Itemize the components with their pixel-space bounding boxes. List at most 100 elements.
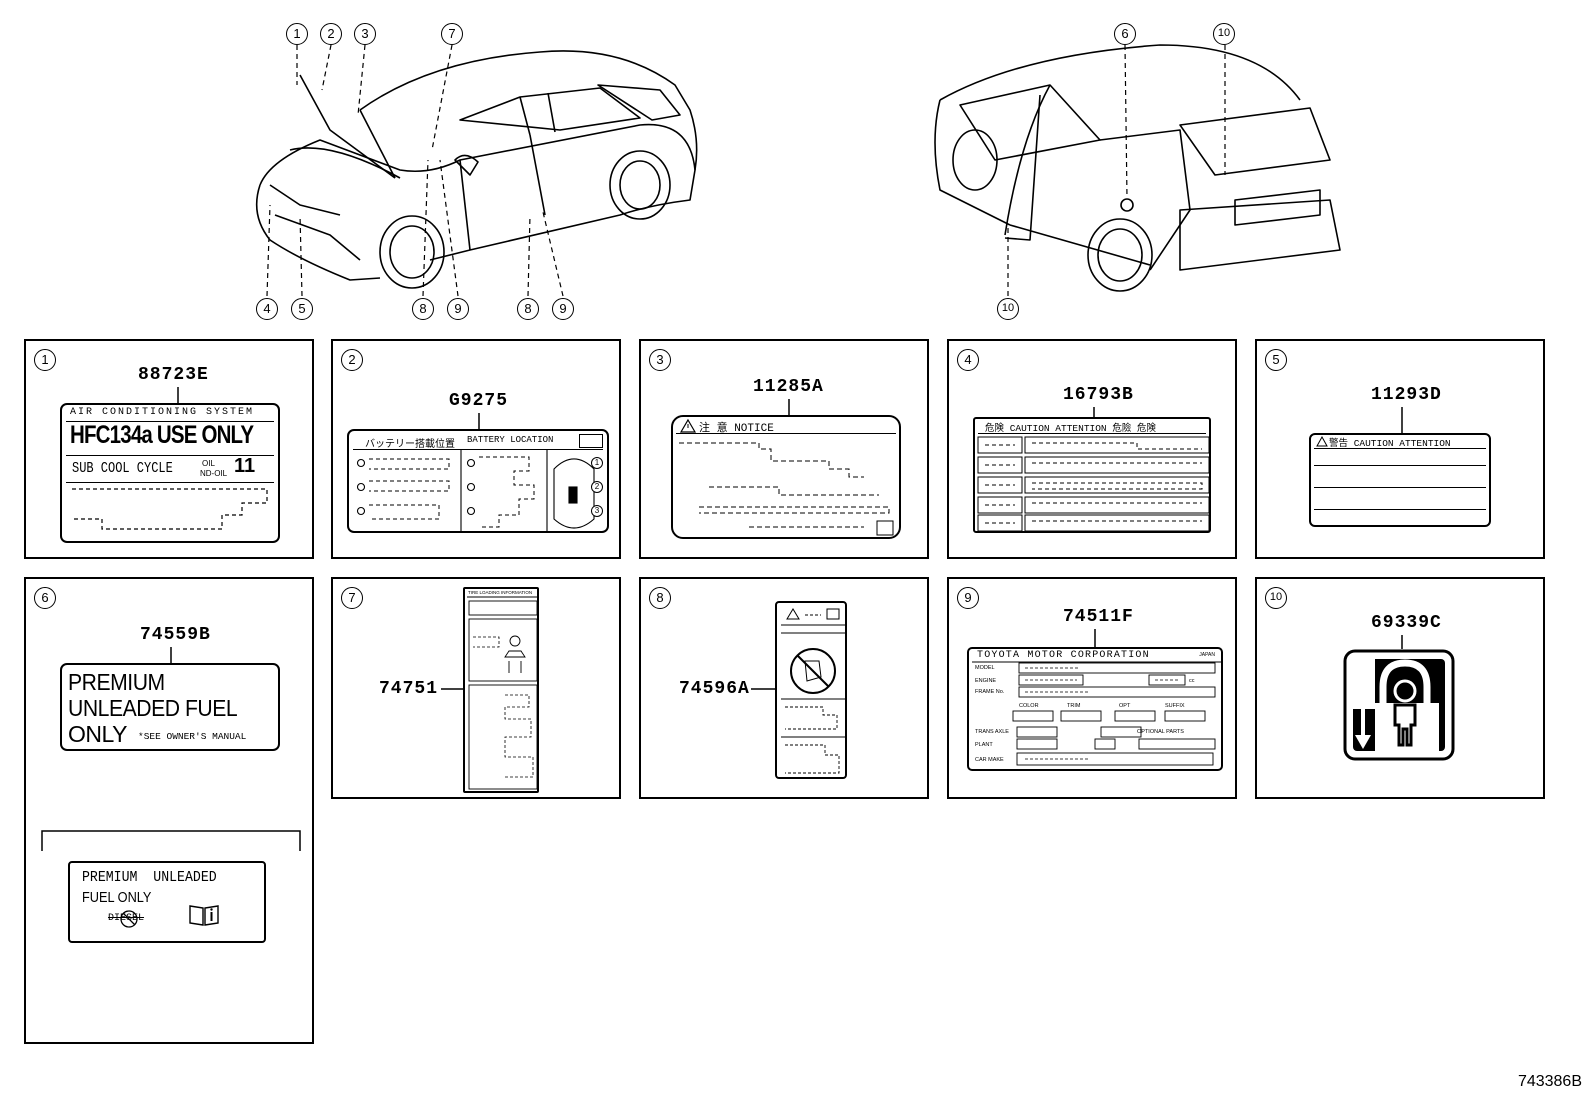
panel-10: 10 69339C bbox=[1255, 577, 1545, 799]
panel-8: 8 74596A bbox=[639, 577, 929, 799]
car-callout-2: 2 bbox=[320, 23, 342, 45]
vin-model: MODEL bbox=[975, 665, 995, 671]
front-car-drawing bbox=[255, 44, 698, 297]
panel-number: 1 bbox=[34, 349, 56, 371]
car-callout-1: 1 bbox=[286, 23, 308, 45]
part-number: 16793B bbox=[1063, 385, 1134, 405]
vin-country: JAPAN bbox=[1199, 652, 1215, 658]
airbag-label bbox=[775, 601, 847, 779]
leader-line bbox=[170, 647, 172, 663]
car-callout-7: 7 bbox=[441, 23, 463, 45]
car-callout-8b: 8 bbox=[517, 298, 539, 320]
leader-line bbox=[1094, 629, 1096, 647]
part-number: 74596A bbox=[679, 679, 750, 699]
car-callout-8: 8 bbox=[412, 298, 434, 320]
manual-book-icon bbox=[189, 905, 219, 926]
vin-car-make: CAR MAKE bbox=[975, 757, 1004, 763]
leader-line bbox=[1401, 635, 1403, 649]
part-number: 11293D bbox=[1371, 385, 1442, 405]
car-callout-10: 10 bbox=[1213, 23, 1235, 45]
leader-line bbox=[478, 413, 480, 429]
notice-label: 注 意 NOTICE bbox=[671, 415, 901, 539]
part-number: 74559B bbox=[140, 625, 211, 645]
ac-header: AIR CONDITIONING SYSTEM bbox=[70, 407, 255, 418]
part-number: 11285A bbox=[753, 377, 824, 397]
vin-engine: ENGINE bbox=[975, 678, 997, 684]
caution-rows-4 bbox=[977, 436, 1210, 532]
battery-mark-3: 3 bbox=[591, 505, 603, 517]
caution-label-5: 警告 CAUTION ATTENTION bbox=[1309, 433, 1491, 527]
panel-4: 4 16793B 危険 CAUTION ATTENTION 危險 危険 bbox=[947, 339, 1237, 559]
car-callout-5: 5 bbox=[291, 298, 313, 320]
rear-car-drawing bbox=[934, 44, 1341, 296]
caution-header-5: 警告 CAUTION ATTENTION bbox=[1329, 438, 1451, 449]
tire-label: TIRE LOADING INFORMATION bbox=[463, 587, 539, 793]
tire-header: TIRE LOADING INFORMATION bbox=[468, 590, 533, 595]
battery-label: バッテリー搭載位置 BATTERY LOCATION 1 2 3 bbox=[347, 429, 609, 533]
vin-opt: OPT bbox=[1119, 703, 1131, 709]
panel-5: 5 11293D 警告 CAUTION ATTENTION bbox=[1255, 339, 1545, 559]
warning-icon bbox=[1316, 435, 1328, 447]
panel-number: 10 bbox=[1265, 587, 1287, 609]
panel-7: 7 74751 TIRE LOADING INFORMATION bbox=[331, 577, 621, 799]
panel-number: 6 bbox=[34, 587, 56, 609]
ac-sub: SUB COOL CYCLE bbox=[72, 460, 173, 477]
vin-plant: PLANT bbox=[975, 742, 993, 748]
car-callout-6: 6 bbox=[1114, 23, 1136, 45]
vin-trans: TRANS AXLE bbox=[975, 729, 1009, 735]
leader-line bbox=[1401, 407, 1403, 433]
car-callout-4: 4 bbox=[256, 298, 278, 320]
part-number: G9275 bbox=[449, 391, 509, 411]
part-number: 74751 bbox=[379, 679, 439, 699]
panel-3: 3 11285A 注 意 NOTICE bbox=[639, 339, 929, 559]
ac-oil-bottom: ND-OIL bbox=[200, 469, 228, 478]
vin-cc: cc bbox=[1189, 678, 1195, 684]
ac-main: HFC134a USE ONLY bbox=[70, 421, 254, 449]
alt-fuel-line2: FUEL ONLY bbox=[82, 889, 152, 906]
part-number: 74511F bbox=[1063, 607, 1134, 627]
vin-label: TOYOTA MOTOR CORPORATION JAPAN MODEL ENG… bbox=[967, 647, 1223, 771]
notice-text-block bbox=[679, 442, 894, 536]
vin-frame: FRAME No. bbox=[975, 689, 1005, 695]
car-callout-3: 3 bbox=[354, 23, 376, 45]
panel-number: 3 bbox=[649, 349, 671, 371]
panel-number: 9 bbox=[957, 587, 979, 609]
airbag-diagram bbox=[781, 608, 845, 774]
diagram-reference-number: 743386B bbox=[1517, 1073, 1582, 1090]
vin-header: TOYOTA MOTOR CORPORATION bbox=[977, 650, 1150, 661]
vin-fields bbox=[972, 661, 1222, 766]
leader-line bbox=[1093, 407, 1095, 417]
leader-line bbox=[751, 688, 777, 690]
panel-number: 5 bbox=[1265, 349, 1287, 371]
battery-mark-1: 1 bbox=[591, 457, 603, 469]
vin-color: COLOR bbox=[1019, 703, 1039, 709]
fuel-label: PREMIUM UNLEADED FUEL ONLY *SEE OWNER'S … bbox=[60, 663, 280, 751]
part-number: 69339C bbox=[1371, 613, 1442, 633]
ac-label: AIR CONDITIONING SYSTEM HFC134a USE ONLY… bbox=[60, 403, 280, 543]
panel-number: 2 bbox=[341, 349, 363, 371]
vin-suffix: SUFFIX bbox=[1165, 703, 1185, 709]
car-callout-9: 9 bbox=[447, 298, 469, 320]
leader-line bbox=[788, 399, 790, 415]
alt-fuel-bracket bbox=[41, 830, 301, 851]
leader-line bbox=[177, 387, 179, 403]
caution-label-4: 危険 CAUTION ATTENTION 危險 危険 bbox=[973, 417, 1211, 533]
fuel-line2: UNLEADED FUEL bbox=[68, 695, 238, 721]
vin-trim: TRIM bbox=[1067, 703, 1081, 709]
notice-header: 注 意 NOTICE bbox=[699, 423, 774, 435]
ac-oil-num: 11 bbox=[234, 455, 256, 477]
battery-diagram bbox=[356, 449, 595, 533]
ac-oil-top: OIL bbox=[202, 459, 215, 468]
fuel-line3: ONLY bbox=[68, 721, 127, 747]
battery-mark-2: 2 bbox=[591, 481, 603, 493]
panel-number: 8 bbox=[649, 587, 671, 609]
battery-jp: バッテリー搭載位置 bbox=[365, 439, 455, 450]
battery-en: BATTERY LOCATION bbox=[467, 435, 554, 445]
ac-text-block bbox=[72, 488, 268, 530]
leader-line bbox=[441, 688, 463, 690]
car-callout-9b: 9 bbox=[552, 298, 574, 320]
panel-9: 9 74511F TOYOTA MOTOR CORPORATION JAPAN … bbox=[947, 577, 1237, 799]
alt-fuel-label: PREMIUM UNLEADED FUEL ONLY DIESEL bbox=[68, 861, 266, 943]
panel-2: 2 G9275 バッテリー搭載位置 BATTERY LOCATION 1 2 bbox=[331, 339, 621, 559]
alt-fuel-line3: DIESEL bbox=[108, 913, 145, 924]
